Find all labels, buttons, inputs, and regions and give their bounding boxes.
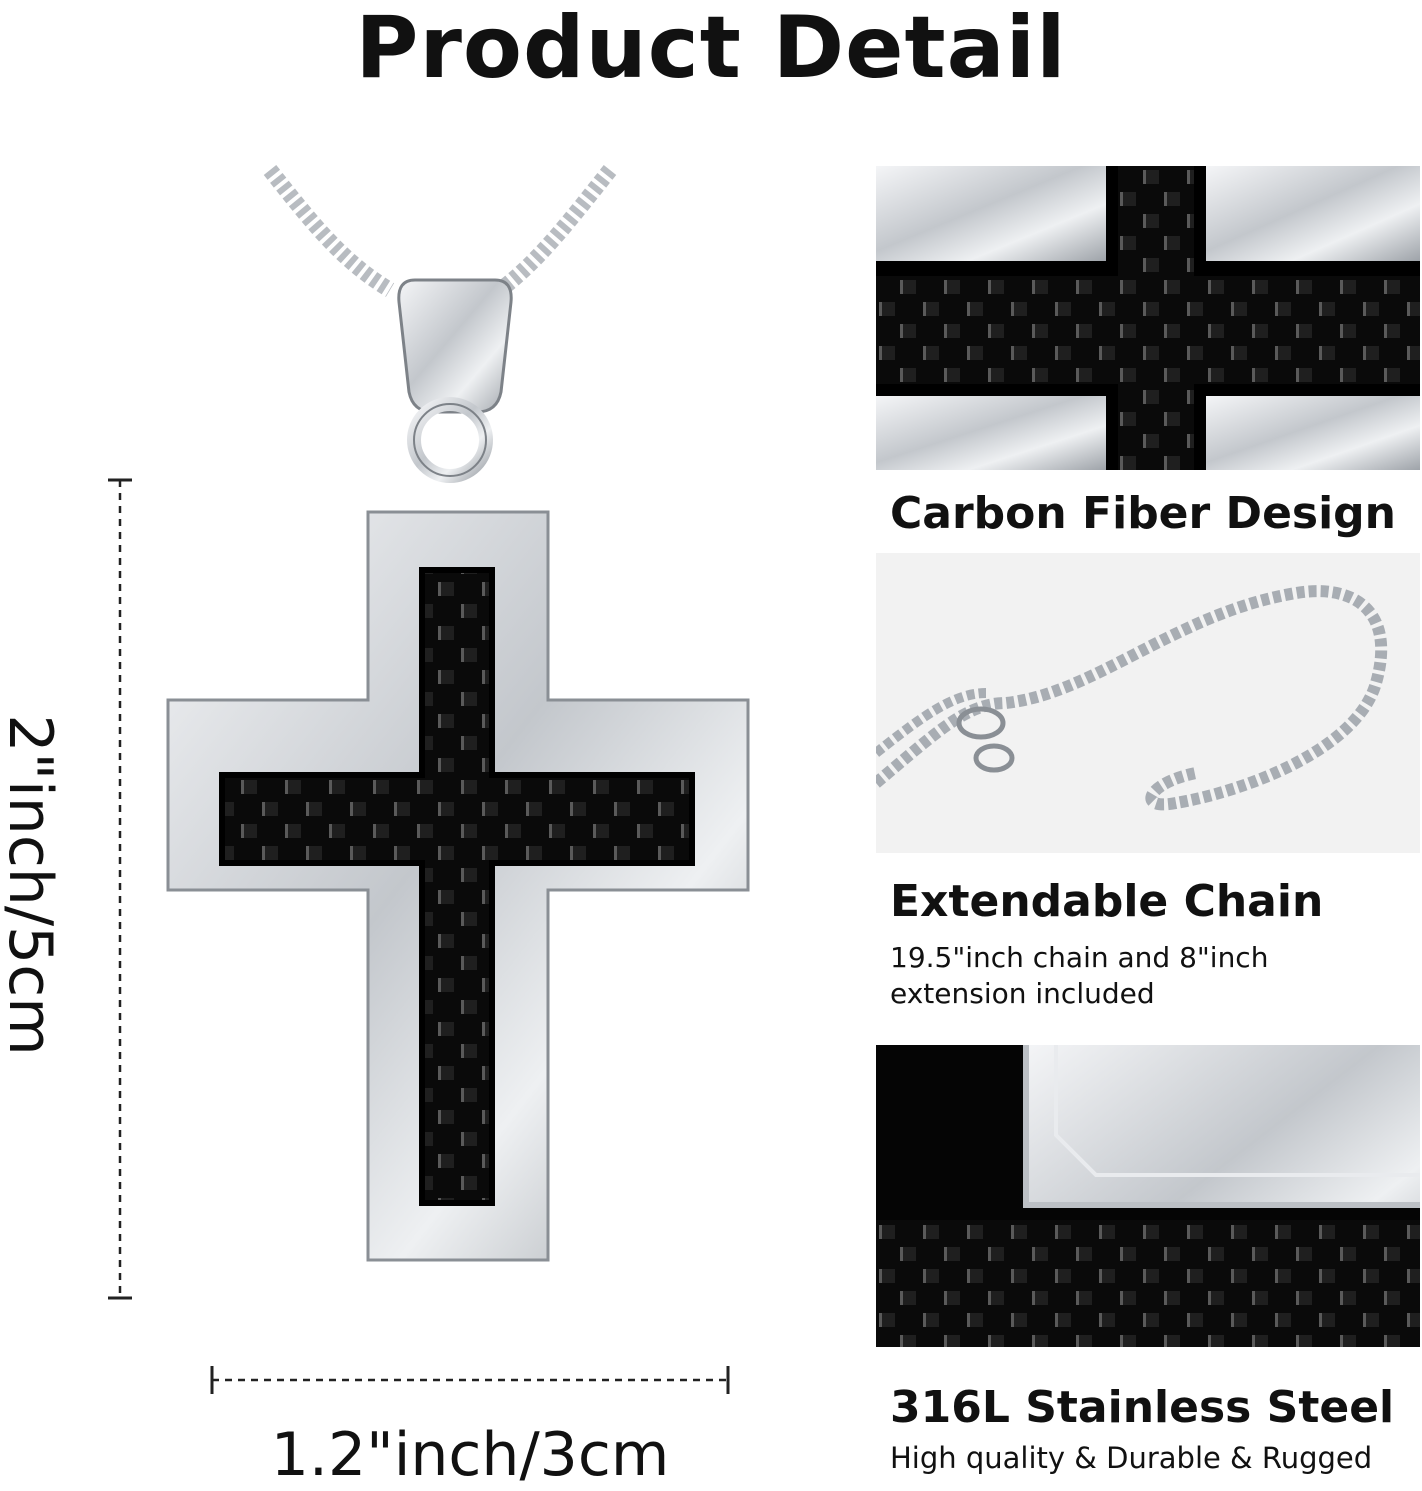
carbon-fiber-closeup-image bbox=[876, 166, 1420, 470]
feature-subtitle-chain-line2: extension included bbox=[890, 977, 1155, 1010]
feature-subtitle-chain-line1: 19.5"inch chain and 8"inch bbox=[890, 941, 1269, 974]
cross-pendant-image bbox=[166, 165, 750, 1262]
feature-title-stainless-steel: 316L Stainless Steel bbox=[890, 1382, 1395, 1433]
page-title: Product Detail bbox=[355, 0, 1067, 98]
feature-subtitle-stainless-steel: High quality & Durable & Rugged bbox=[890, 1441, 1373, 1475]
extendable-chain-image bbox=[876, 553, 1420, 853]
width-label: 1.2"inch/3cm bbox=[270, 1420, 670, 1490]
stainless-steel-closeup-image bbox=[876, 1045, 1420, 1347]
width-dimension-line bbox=[210, 1366, 730, 1394]
height-dimension-line bbox=[108, 478, 132, 1300]
height-label: 2"inch/5cm bbox=[0, 714, 65, 1056]
feature-title-extendable-chain: Extendable Chain bbox=[890, 876, 1324, 927]
feature-title-carbon-fiber: Carbon Fiber Design bbox=[890, 488, 1396, 539]
